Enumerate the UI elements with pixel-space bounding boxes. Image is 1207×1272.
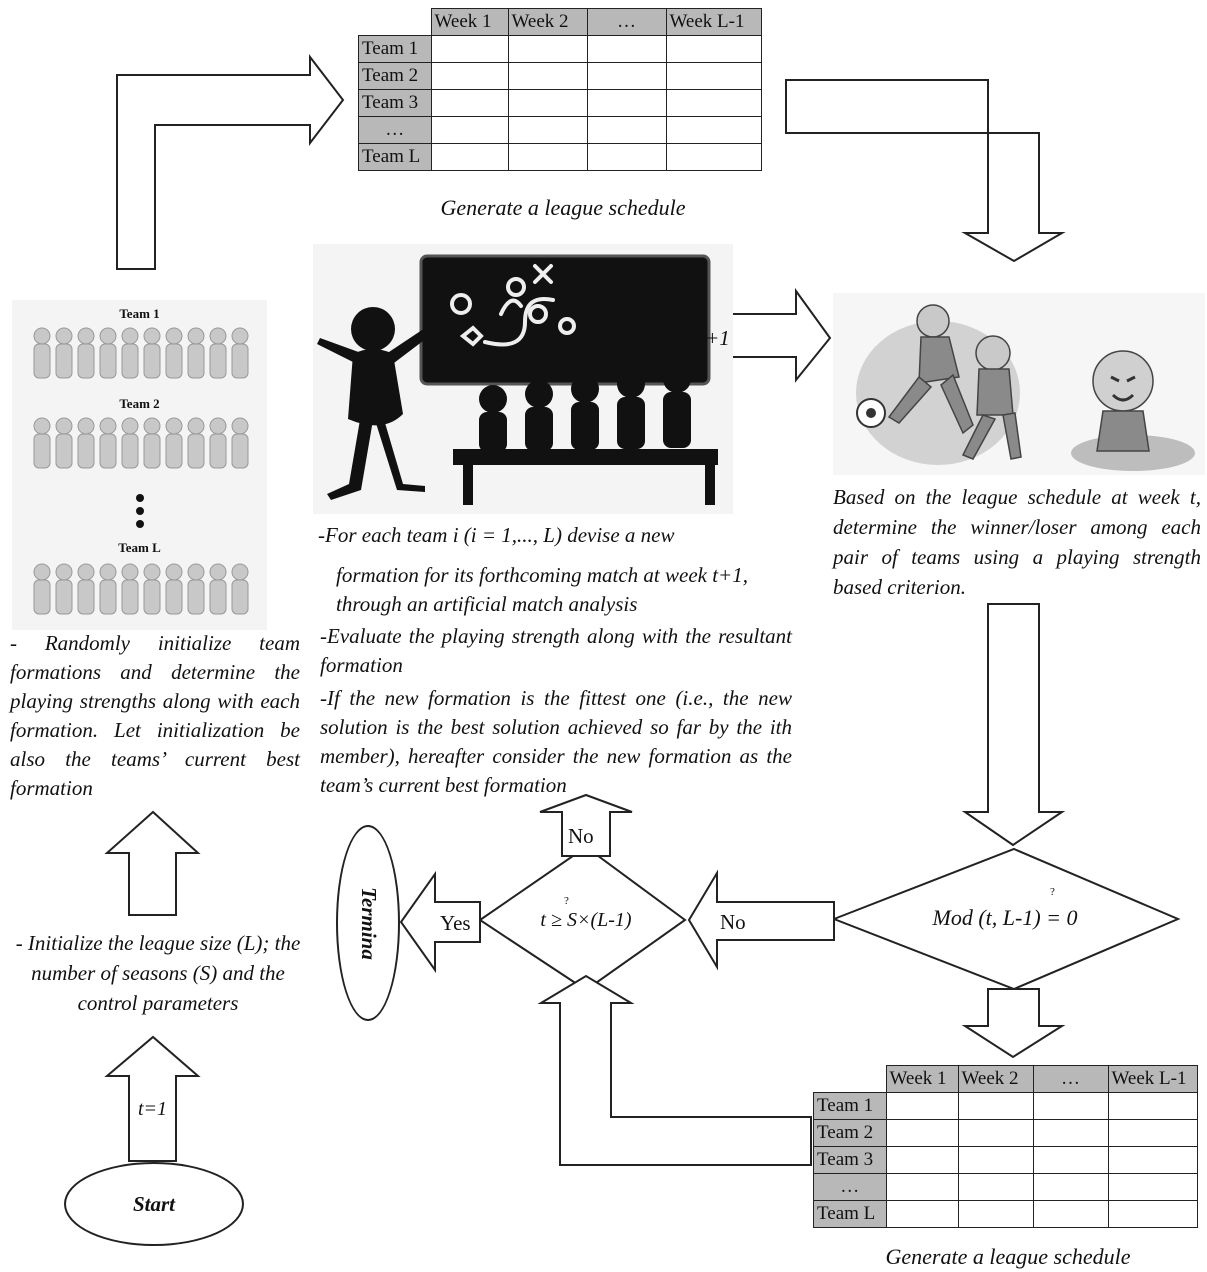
mod-question-mark: ? [1050,886,1055,898]
row-team-l: Team L [813,1200,887,1228]
yes-label: Yes [440,911,471,935]
arrow-schedule-to-season [537,974,812,1166]
arrow-up-from-start [104,1035,201,1162]
team-1-figures [33,327,249,379]
arrow-schedule-to-match [785,79,1066,263]
row-team-2: Team 2 [358,62,432,90]
arrow-up-to-init [104,810,201,916]
players-silhouettes [479,365,691,452]
team-2-figures [33,417,249,469]
col-week-last: Week L-1 [665,8,762,36]
schedule-caption-top: Generate a league schedule [440,195,686,220]
col-ellipsis: … [1032,1065,1109,1093]
row-team-2: Team 2 [813,1119,887,1147]
schedule-table-bottom: Week 1 Week 2 … Week L-1 Team 1 Team 2 T… [813,1065,1198,1228]
team-2-label: Team 2 [119,396,160,411]
vertical-ellipsis-icon [136,494,144,528]
arrow-to-schedule-top [116,54,345,270]
start-label: Start [132,1191,176,1216]
arrow-no-season-up [539,793,633,857]
season-decision-diamond [478,845,687,992]
season-condition-label: t ≥ S×(L-1) [540,909,632,931]
devise-text: formation for its forthcoming match at w… [336,563,748,616]
mod-decision-diamond [831,847,1181,991]
evaluate-text: -Evaluate the playing strength along wit… [320,624,792,677]
soccer-ball-icon [856,398,886,428]
row-ellipsis: … [813,1173,887,1201]
row-team-3: Team 3 [813,1146,887,1174]
col-week-last: Week L-1 [1107,1065,1198,1093]
t-increment-label: t=t+1 [679,326,730,350]
winner-loser-text: Based on the league schedule at week t, … [833,485,1201,599]
season-question-mark: ? [564,895,569,907]
terminate-node: Termina [336,825,400,1021]
team-l-figures [33,563,249,615]
match-analysis-illustration [313,244,733,514]
col-week-2: Week 2 [507,8,588,36]
corner-cell [813,1065,886,1093]
arrow-mod-to-schedule [961,988,1066,1059]
match-illustration [833,293,1205,475]
arrow-no-mod [687,869,835,971]
row-ellipsis: … [358,116,432,144]
schedule-table-top: Week 1 Week 2 … Week L-1 Team 1 Team 2 T… [358,8,762,171]
col-ellipsis: … [586,8,667,36]
devise-line-1: -For each team i (i = 1,..., L) devise a… [318,523,675,547]
arrow-yes-terminate [399,870,481,974]
init-league-text: - Initialize the league size (L); the nu… [15,931,301,1015]
start-node: Start [64,1162,244,1246]
t-init-label: t=1 [137,1098,168,1120]
teams-illustration: Team 1 Team 2 [12,300,267,630]
col-week-1: Week 1 [430,8,509,36]
col-week-1: Week 1 [885,1065,959,1093]
mod-condition-label: Mod (t, L-1) = 0 [932,905,1078,930]
row-team-1: Team 1 [358,35,432,63]
schedule-caption-bottom: Generate a league schedule [885,1244,1131,1269]
team-1-label: Team 1 [119,306,160,321]
init-formations-text: - Randomly initialize team formations an… [10,631,300,800]
row-team-3: Team 3 [358,89,432,117]
no-label-mod: No [720,910,746,934]
arrow-to-mod-diamond [961,603,1066,847]
row-team-l: Team L [358,143,432,171]
fittest-text: -If the new formation is the fittest one… [320,686,792,797]
corner-cell [358,8,431,36]
team-l-label: Team L [118,540,161,555]
terminate-label: Termina [356,886,381,960]
no-label-season: No [568,824,594,848]
row-team-1: Team 1 [813,1092,887,1120]
col-week-2: Week 2 [957,1065,1034,1093]
coach-silhouette [317,307,448,500]
